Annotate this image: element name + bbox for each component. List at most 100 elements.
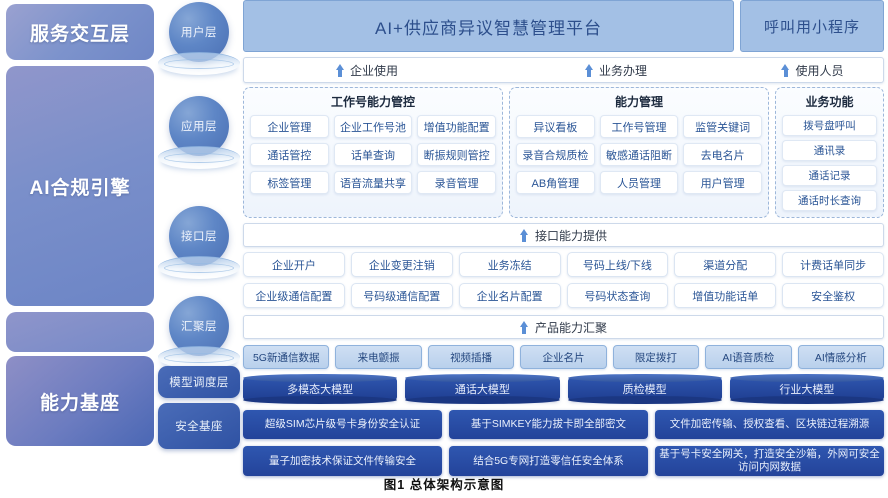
aggregation-capability-bar: 产品能力汇聚 bbox=[243, 315, 884, 339]
security-item-grid: 超级SIM芯片级号卡身份安全认证 基于SIMKEY能力拔卡即全部密文 文件加密传… bbox=[243, 410, 884, 477]
group-item[interactable]: AB角管理 bbox=[516, 171, 595, 194]
group-item[interactable]: 企业管理 bbox=[250, 115, 329, 138]
model-item[interactable]: 多模态大模型 bbox=[243, 374, 398, 404]
aggregation-item[interactable]: 5G新通信数据 bbox=[243, 345, 330, 369]
rail-label: 能力基座 bbox=[39, 392, 120, 414]
layer-label: 汇聚层 bbox=[181, 321, 217, 333]
layer-disc-icon bbox=[158, 256, 240, 279]
aggregation-item[interactable]: 视频插播 bbox=[427, 345, 515, 369]
group-item[interactable]: 监管关键词 bbox=[683, 115, 762, 138]
group-item[interactable]: 语音流量共享 bbox=[333, 171, 413, 194]
layer-security-base: 安全基座 bbox=[158, 403, 240, 449]
interface-item[interactable]: 号码状态查询 bbox=[566, 283, 669, 308]
figure-caption: 图1 总体架构示意图 bbox=[383, 478, 505, 492]
aggregation-item[interactable]: 来电颤振 bbox=[335, 345, 422, 369]
model-item-label: 行业大模型 bbox=[779, 384, 835, 396]
interface-item[interactable]: 增值功能话单 bbox=[674, 283, 777, 308]
group-item[interactable]: 拨号盘呼叫 bbox=[782, 115, 877, 136]
group-title: 业务功能 bbox=[805, 95, 854, 109]
interface-item[interactable]: 安全鉴权 bbox=[782, 283, 884, 308]
model-item-grid: 多模态大模型 通话大模型 质检模型 行业大模型 bbox=[243, 374, 885, 404]
model-item[interactable]: 通话大模型 bbox=[405, 374, 560, 404]
group-item[interactable]: 敏感通话阻断 bbox=[599, 143, 679, 166]
model-item-label: 通话大模型 bbox=[454, 384, 510, 396]
rail-ai-compliance-engine: AI合规引擎 bbox=[6, 66, 154, 306]
arrow-up-icon bbox=[519, 228, 529, 242]
security-item[interactable]: 结合5G专网打造零信任安全体系 bbox=[448, 446, 648, 477]
group-item[interactable]: 人员管理 bbox=[599, 171, 679, 194]
layer-user: 用户层 bbox=[158, 2, 240, 76]
model-item[interactable]: 行业大模型 bbox=[729, 374, 885, 404]
group-item[interactable]: 通话管控 bbox=[250, 143, 329, 166]
group-item-grid: 企业管理 企业工作号池 增值功能配置 通话管控 话单查询 断振规则管控 标签管理… bbox=[250, 115, 496, 194]
flow-label-text: 业务办理 bbox=[598, 63, 647, 78]
interface-item[interactable]: 企业名片配置 bbox=[458, 283, 561, 308]
capability-groups: 工作号能力管控 企业管理 企业工作号池 增值功能配置 通话管控 话单查询 断振规… bbox=[243, 87, 884, 218]
group-item[interactable]: 通话记录 bbox=[782, 165, 877, 186]
flow-label-enterprise: 企业使用 bbox=[244, 62, 490, 79]
group-item[interactable]: 增值功能配置 bbox=[417, 115, 496, 138]
miniapp-title: 呼叫用小程序 bbox=[763, 18, 860, 36]
flow-label-bar: 企业使用 业务办理 使用人员 bbox=[243, 57, 884, 83]
layer-application: 应用层 bbox=[158, 96, 240, 170]
rail-service-interaction: 服务交互层 bbox=[6, 4, 154, 60]
interface-item[interactable]: 号码级通信配置 bbox=[350, 283, 453, 308]
interface-item[interactable]: 渠道分配 bbox=[674, 252, 777, 277]
group-item-grid: 异议看板 工作号管理 监管关键词 录音合规质检 敏感通话阻断 去电名片 AB角管… bbox=[516, 115, 762, 194]
aggregation-item[interactable]: AI语音质检 bbox=[705, 345, 792, 369]
interface-item[interactable]: 企业开户 bbox=[243, 252, 345, 277]
group-item[interactable]: 工作号管理 bbox=[599, 115, 679, 138]
group-item[interactable]: 通话时长查询 bbox=[782, 190, 877, 211]
aggregation-bar-label: 产品能力汇聚 bbox=[534, 320, 607, 335]
layer-disc-icon bbox=[158, 346, 240, 369]
group-item[interactable]: 标签管理 bbox=[250, 171, 329, 194]
layer-label: 模型调度层 bbox=[169, 377, 229, 389]
aggregation-item[interactable]: AI情感分析 bbox=[797, 345, 884, 369]
aggregation-item[interactable]: 限定拨打 bbox=[612, 345, 700, 369]
group-item[interactable]: 断振规则管控 bbox=[417, 143, 496, 166]
layer-aggregation: 汇聚层 bbox=[158, 296, 240, 370]
rail-label: AI合规引擎 bbox=[29, 177, 131, 199]
group-item[interactable]: 企业工作号池 bbox=[333, 115, 413, 138]
group-item[interactable]: 录音合规质检 bbox=[516, 143, 595, 166]
model-item-label: 多模态大模型 bbox=[287, 384, 354, 396]
group-capability-management: 能力管理 异议看板 工作号管理 监管关键词 录音合规质检 敏感通话阻断 去电名片… bbox=[509, 87, 769, 218]
arrow-up-icon bbox=[519, 320, 529, 334]
interface-item-grid: 企业开户 企业变更注销 业务冻结 号码上线/下线 渠道分配 计费话单同步 企业级… bbox=[243, 252, 884, 308]
layer-label: 安全基座 bbox=[175, 421, 223, 433]
interface-capability-bar: 接口能力提供 bbox=[243, 223, 884, 247]
top-banner-row: AI+供应商异议智慧管理平台 呼叫用小程序 bbox=[243, 0, 884, 52]
layer-label: 用户层 bbox=[181, 27, 217, 39]
security-item[interactable]: 量子加密技术保证文件传输安全 bbox=[243, 446, 442, 477]
group-item[interactable]: 去电名片 bbox=[683, 143, 762, 166]
interface-bar-label: 接口能力提供 bbox=[534, 228, 607, 243]
group-item[interactable]: 异议看板 bbox=[516, 115, 595, 138]
interface-item[interactable]: 计费话单同步 bbox=[782, 252, 884, 277]
group-item[interactable]: 话单查询 bbox=[333, 143, 413, 166]
group-worknumber-control: 工作号能力管控 企业管理 企业工作号池 增值功能配置 通话管控 话单查询 断振规… bbox=[243, 87, 503, 218]
arrow-up-icon bbox=[335, 63, 345, 77]
layer-label: 应用层 bbox=[181, 121, 217, 133]
layer-disc-icon bbox=[158, 146, 240, 169]
layer-interface: 接口层 bbox=[158, 206, 240, 280]
group-business-functions: 业务功能 拨号盘呼叫 通讯录 通话记录 通话时长查询 bbox=[775, 87, 884, 218]
group-item[interactable]: 用户管理 bbox=[683, 171, 762, 194]
group-item-grid: 拨号盘呼叫 通讯录 通话记录 通话时长查询 bbox=[782, 115, 877, 211]
interface-item[interactable]: 企业级通信配置 bbox=[243, 283, 345, 308]
group-item[interactable]: 通讯录 bbox=[782, 140, 877, 161]
rail-label: 服务交互层 bbox=[29, 23, 130, 45]
security-item[interactable]: 基于SIMKEY能力拔卡即全部密文 bbox=[448, 410, 648, 439]
security-item[interactable]: 超级SIM芯片级号卡身份安全认证 bbox=[243, 410, 442, 439]
model-item[interactable]: 质检模型 bbox=[567, 374, 723, 404]
model-item-label: 质检模型 bbox=[622, 384, 667, 396]
interface-item[interactable]: 企业变更注销 bbox=[350, 252, 453, 277]
interface-item[interactable]: 业务冻结 bbox=[458, 252, 561, 277]
security-item[interactable]: 文件加密传输、授权查看、区块链过程溯源 bbox=[654, 410, 884, 439]
rail-spacer bbox=[6, 312, 154, 352]
group-item[interactable]: 录音管理 bbox=[417, 171, 496, 194]
security-item[interactable]: 基于号卡安全网关，打造安全沙箱，外网可安全访问内网数据 bbox=[654, 446, 884, 477]
interface-item[interactable]: 号码上线/下线 bbox=[566, 252, 669, 277]
group-title: 能力管理 bbox=[614, 95, 663, 109]
aggregation-item[interactable]: 企业名片 bbox=[520, 345, 607, 369]
